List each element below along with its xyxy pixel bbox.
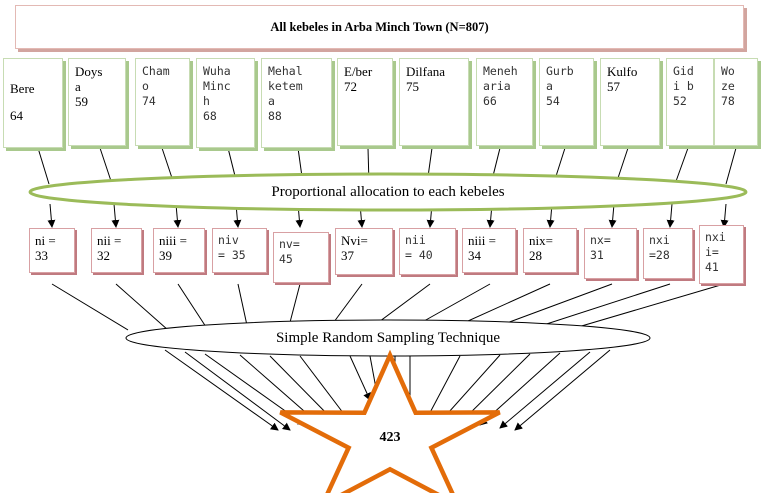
technique-label: Simple Random Sampling Technique	[275, 329, 501, 346]
kebele-name: Mehal ketem a	[268, 64, 303, 108]
kebele-name: Wo ze	[721, 64, 735, 93]
sampling-arrow	[514, 349, 611, 431]
kebele-name: Gid i b	[673, 64, 694, 93]
kebele-name: Wuha Minc h	[203, 64, 231, 108]
sampling-arrow	[349, 355, 371, 401]
kebele-count: 78	[721, 94, 735, 108]
allocation-ellipse	[28, 172, 748, 212]
allocation-arrow	[608, 203, 617, 228]
sample-size-box: ni = 33	[29, 228, 75, 273]
sample-connector	[527, 283, 671, 331]
kebele-count: 54	[546, 94, 560, 108]
sample-size-box: nx= 31	[584, 228, 637, 279]
allocation-arrow	[111, 203, 120, 228]
sample-connector	[115, 283, 169, 331]
kebele-name: Doys a	[75, 64, 103, 94]
allocation-arrow	[47, 203, 56, 228]
kebele-name: Bere	[10, 81, 35, 96]
kebele-name: Meneh aria	[483, 64, 518, 93]
kebele-name: E/ber	[344, 64, 373, 79]
allocation-arrow	[720, 203, 729, 228]
sample-size-box: nxi =28	[643, 228, 693, 279]
total-sample-label: 423	[379, 430, 401, 445]
sample-connector	[177, 283, 209, 331]
kebele-box: Bere 64	[3, 58, 63, 148]
sample-size-box: nii = 32	[91, 228, 142, 273]
kebele-name: Kulfo	[607, 64, 638, 79]
sampling-arrow	[184, 351, 291, 431]
kebele-connector	[37, 147, 50, 185]
kebele-count: 68	[203, 109, 217, 123]
total-star-shape	[279, 349, 501, 493]
kebele-count: 72	[344, 79, 357, 94]
sample-size-box: Nvi= 37	[335, 228, 393, 275]
kebele-count: 52	[673, 94, 687, 108]
allocation-label: Proportional allocation to each kebeles	[271, 183, 505, 200]
kebele-connector	[99, 147, 113, 185]
sampling-arrow	[164, 349, 279, 431]
sample-size-box: niii = 39	[153, 228, 205, 273]
sample-size-box: niii = 34	[462, 228, 516, 273]
kebele-count: 75	[406, 79, 419, 94]
kebele-count: 59	[75, 94, 88, 109]
kebele-count: 57	[607, 79, 620, 94]
sampling-arrow	[499, 351, 591, 429]
kebele-connector	[674, 147, 689, 185]
kebele-connector	[725, 147, 737, 185]
kebele-count: 88	[268, 109, 282, 123]
sample-size-box: niv = 35	[212, 228, 267, 273]
kebele-count: 64	[10, 108, 23, 123]
sample-connector	[567, 283, 725, 331]
kebele-name: Gurb a	[546, 64, 574, 93]
sample-size-box: nix= 28	[523, 228, 577, 273]
allocation-arrow	[666, 203, 675, 228]
kebele-count: 66	[483, 94, 497, 108]
sample-size-box: nxi i= 41	[699, 225, 744, 284]
sample-size-box: nii = 40	[399, 228, 456, 275]
population-title: All kebeles in Arba Minch Town (N=807)	[15, 5, 744, 49]
kebele-name: Cham o	[142, 64, 170, 93]
kebele-count: 74	[142, 94, 156, 108]
kebele-name: Dilfana	[406, 64, 445, 79]
sample-connector	[51, 283, 129, 331]
sample-size-box: nv= 45	[273, 232, 329, 283]
